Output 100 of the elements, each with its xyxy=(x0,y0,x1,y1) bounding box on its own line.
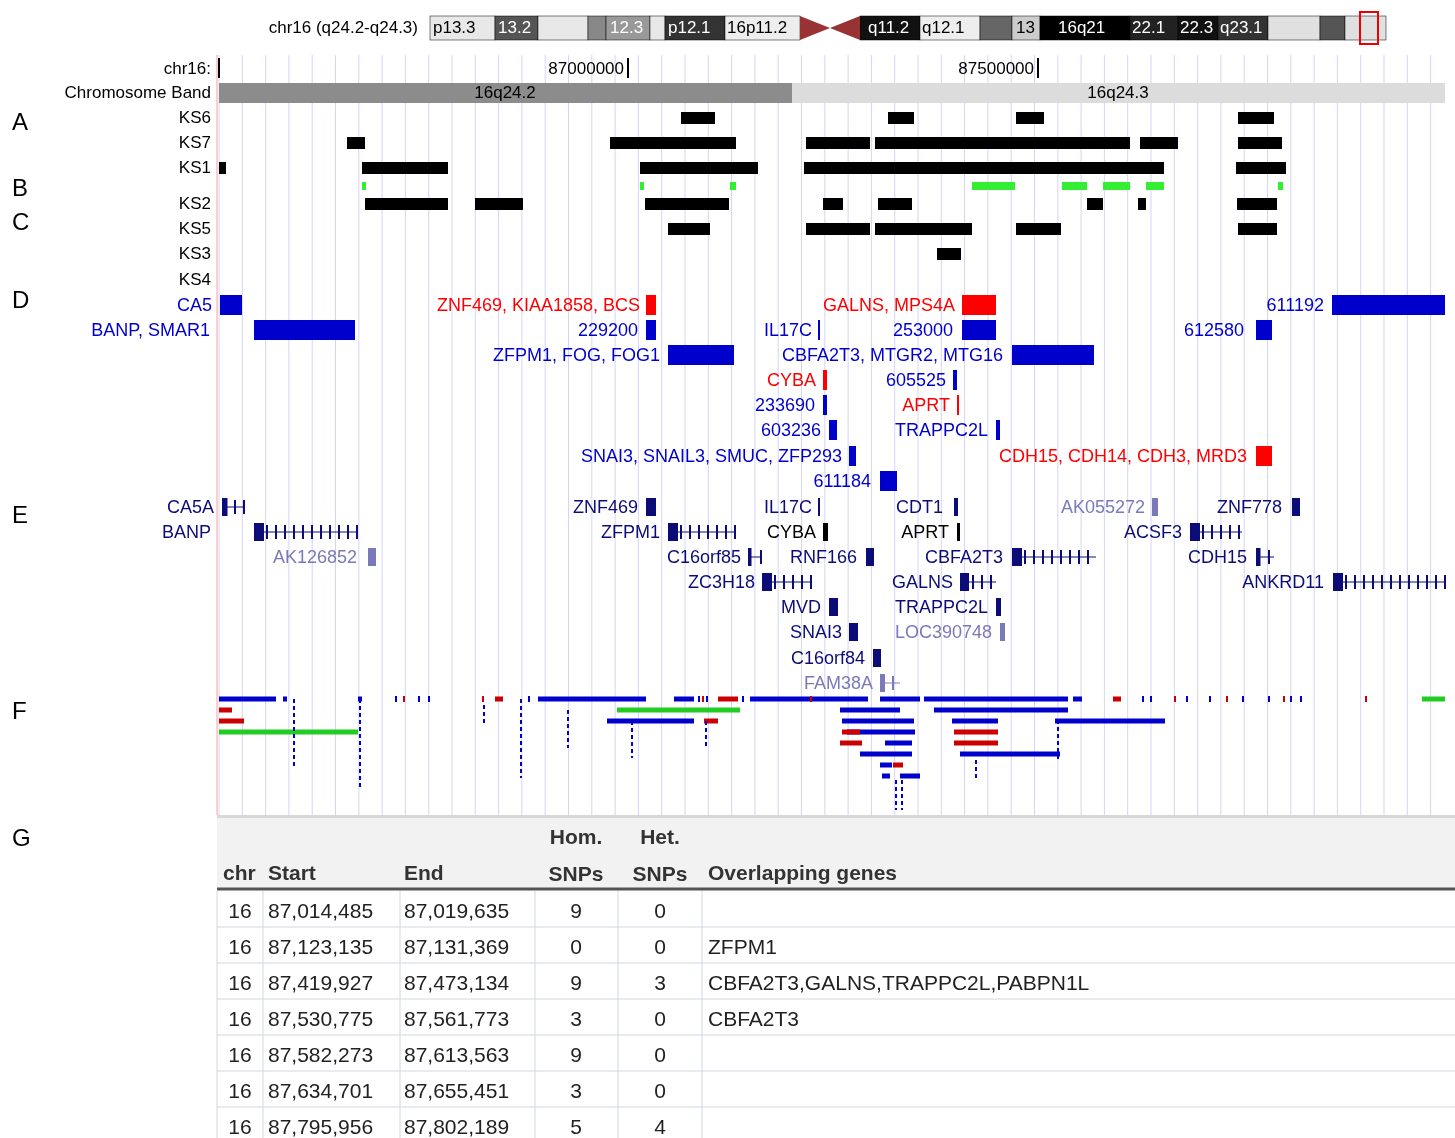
gene-label: MVD xyxy=(781,597,821,617)
track-label: KS1 xyxy=(178,158,211,178)
column-header: Start xyxy=(268,863,316,883)
gene-label: SNAI3 xyxy=(789,622,842,642)
table-value: 87,419,927 xyxy=(268,973,374,993)
panel-letter: G xyxy=(12,828,31,848)
band-label: 22.3 xyxy=(1180,18,1214,38)
gene-label: 612580 xyxy=(1183,320,1244,340)
gene-label: ZNF469, KIAA1858, BCS xyxy=(436,295,640,315)
gene-label: CYBA xyxy=(766,522,816,542)
band-label: 22.1 xyxy=(1132,18,1166,38)
band-label: p13.3 xyxy=(433,18,476,38)
column-header: chr xyxy=(223,863,256,883)
track-label: KS6 xyxy=(178,108,211,128)
table-value: 87,123,135 xyxy=(268,937,374,957)
track-label: KS5 xyxy=(178,219,211,239)
table-value: 0 xyxy=(654,1081,666,1101)
gene-label: ZNF469 xyxy=(572,497,638,517)
gene-label: CA5A xyxy=(166,497,214,517)
panel-letter: F xyxy=(12,701,27,721)
gene-label: TRAPPC2L xyxy=(894,420,988,440)
table-value: 0 xyxy=(654,901,666,921)
panel-letter: C xyxy=(12,212,30,232)
table-value: CBFA2T3,GALNS,TRAPPC2L,PABPN1L xyxy=(708,973,1090,993)
table-value: 0 xyxy=(570,937,582,957)
gene-label: GALNS, MPS4A xyxy=(822,295,955,315)
gene-label: CDH15, CDH14, CDH3, MRD3 xyxy=(998,446,1247,466)
track-label: KS3 xyxy=(178,244,211,264)
band-label: 16p11.2 xyxy=(727,18,788,38)
gene-label: CA5 xyxy=(177,295,212,315)
gene-label: IL17C xyxy=(763,320,812,340)
gene-label: 605525 xyxy=(885,370,946,390)
band-label: 12.3 xyxy=(610,18,644,38)
table-value: 3 xyxy=(570,1081,582,1101)
table-value: 87,802,189 xyxy=(404,1117,510,1137)
track-label: KS4 xyxy=(178,270,211,290)
gene-label: SNAI3, SNAIL3, SMUC, ZFP293 xyxy=(580,446,842,466)
region-title: chr16 (q24.2-q24.3) xyxy=(268,18,418,38)
table-value: 16 xyxy=(228,1081,252,1101)
table-value: 87,561,773 xyxy=(404,1009,510,1029)
gene-label: C16orf84 xyxy=(790,648,865,668)
table-value: 87,795,956 xyxy=(268,1117,374,1137)
gene-label: 603236 xyxy=(760,420,821,440)
table-value: 9 xyxy=(570,901,582,921)
axis-label: chr16: xyxy=(163,59,211,79)
band-label: 13.2 xyxy=(498,18,532,38)
table-value: 5 xyxy=(570,1117,582,1137)
table-value: 87,655,451 xyxy=(404,1081,510,1101)
table-value: 87,582,273 xyxy=(268,1045,374,1065)
gene-label: ZC3H18 xyxy=(687,572,755,592)
table-value: 3 xyxy=(570,1009,582,1029)
gene-label: TRAPPC2L xyxy=(894,597,988,617)
gene-label: CBFA2T3, MTGR2, MTG16 xyxy=(781,345,1003,365)
gene-label: CYBA xyxy=(766,370,816,390)
panel-letter: B xyxy=(12,178,28,198)
gene-label: BANP, SMAR1 xyxy=(91,320,210,340)
table-value: 87,530,775 xyxy=(268,1009,374,1029)
gene-label: 611184 xyxy=(813,471,871,491)
panel-letter: A xyxy=(12,112,28,132)
column-header: End xyxy=(404,863,444,883)
gene-label: 253000 xyxy=(892,320,953,340)
gene-label: ZFPM1 xyxy=(601,522,660,542)
gene-label: 229200 xyxy=(577,320,638,340)
gene-label: AK126852 xyxy=(272,547,357,567)
panel-letter: E xyxy=(12,505,28,525)
gene-label: C16orf85 xyxy=(666,547,741,567)
table-value: ZFPM1 xyxy=(708,937,777,957)
table-value: 87,613,563 xyxy=(404,1045,510,1065)
column-header: Het. SNPs xyxy=(631,824,689,887)
column-header: Overlapping genes xyxy=(708,863,898,883)
band-label: 16q21 xyxy=(1058,18,1106,38)
panel-letter: D xyxy=(12,290,30,310)
band-label: 13 xyxy=(1016,18,1035,38)
table-value: CBFA2T3 xyxy=(708,1009,800,1029)
column-header: Hom. SNPs xyxy=(547,824,605,887)
table-value: 0 xyxy=(654,937,666,957)
table-value: 16 xyxy=(228,1045,252,1065)
table-value: 16 xyxy=(228,1117,252,1137)
table-value: 87,634,701 xyxy=(268,1081,374,1101)
table-value: 16 xyxy=(228,1009,252,1029)
band-label: q11.2 xyxy=(868,18,910,38)
table-value: 0 xyxy=(654,1009,666,1029)
track-label: KS7 xyxy=(178,133,211,153)
gene-label: CDT1 xyxy=(896,497,943,517)
track-label: KS2 xyxy=(178,194,211,214)
gene-label: FAM38A xyxy=(803,673,873,693)
track-label: Chromosome Band xyxy=(64,83,211,103)
band-label: q12.1 xyxy=(922,18,965,38)
gene-label: ACSF3 xyxy=(1123,522,1182,542)
band-label: 16q24.2 xyxy=(474,83,536,103)
band-label: 16q24.3 xyxy=(1087,83,1149,103)
table-value: 87,014,485 xyxy=(268,901,374,921)
gene-label: GALNS xyxy=(891,572,953,592)
band-label: q23.1 xyxy=(1220,18,1263,38)
gene-label: ZFPM1, FOG, FOG1 xyxy=(493,345,660,365)
gene-label: 611192 xyxy=(1266,295,1324,315)
coordinate-label: 87500000 xyxy=(958,59,1034,79)
table-value: 9 xyxy=(570,973,582,993)
band-label: p12.1 xyxy=(668,18,711,38)
gene-label: IL17C xyxy=(763,497,812,517)
